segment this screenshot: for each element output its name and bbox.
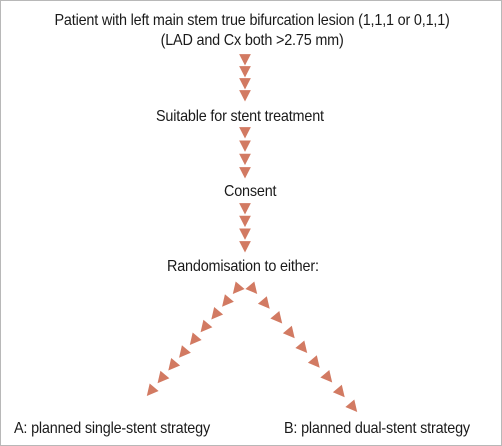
arrowhead-suitable-to-consent: [239, 140, 251, 152]
node-option-b: B: planned dual-stent strategy: [284, 420, 470, 437]
arrowhead-randomisation-to-option-b: [307, 355, 320, 368]
arrowhead-randomisation-to-option-a: [222, 294, 234, 307]
arrowhead-randomisation-to-option-b: [282, 325, 295, 339]
node-option-a: A: planned single-stent strategy: [14, 420, 210, 437]
node-patient: Patient with left main stem true bifurca…: [28, 11, 476, 51]
arrowhead-randomisation-to-option-a: [232, 281, 245, 294]
arrowhead-patient-to-suitable: [239, 54, 251, 66]
arrowhead-randomisation-to-option-a: [179, 345, 191, 358]
arrowhead-suitable-to-consent: [239, 167, 251, 179]
arrowhead-randomisation-to-option-a: [168, 358, 181, 371]
arrowhead-consent-to-randomisation: [239, 215, 251, 228]
node-randomisation: Randomisation to either:: [167, 258, 319, 275]
arrowhead-randomisation-to-option-a: [157, 370, 170, 384]
arrowhead-randomisation-to-option-b: [345, 399, 358, 412]
arrowhead-consent-to-randomisation: [239, 203, 251, 215]
node-consent: Consent: [224, 183, 277, 200]
arrowhead-randomisation-to-option-a: [211, 307, 224, 320]
arrowhead-suitable-to-consent: [239, 127, 251, 139]
node-patient-line-1: Patient with left main stem true bifurca…: [54, 12, 450, 29]
arrowhead-randomisation-to-option-a: [146, 383, 159, 396]
arrowhead-randomisation-to-option-a: [200, 319, 213, 333]
arrowhead-suitable-to-consent: [239, 153, 251, 166]
arrowhead-randomisation-to-option-b: [332, 384, 345, 398]
arrowhead-patient-to-suitable: [239, 90, 251, 102]
arrowhead-consent-to-randomisation: [239, 228, 251, 240]
node-suitable: Suitable for stent treatment: [156, 108, 324, 125]
arrowhead-patient-to-suitable: [239, 66, 251, 78]
arrowhead-randomisation-to-option-b: [257, 296, 270, 309]
arrowhead-randomisation-to-option-a: [189, 332, 202, 345]
arrowhead-consent-to-randomisation: [239, 241, 251, 253]
arrowhead-patient-to-suitable: [239, 78, 251, 90]
node-patient-line-2: (LAD and Cx both >2.75 mm): [160, 32, 344, 49]
arrowhead-randomisation-to-option-b: [320, 370, 333, 383]
arrowhead-randomisation-to-option-b: [295, 340, 308, 353]
arrowhead-randomisation-to-option-b: [270, 311, 283, 324]
arrowhead-randomisation-to-option-b: [245, 281, 258, 294]
